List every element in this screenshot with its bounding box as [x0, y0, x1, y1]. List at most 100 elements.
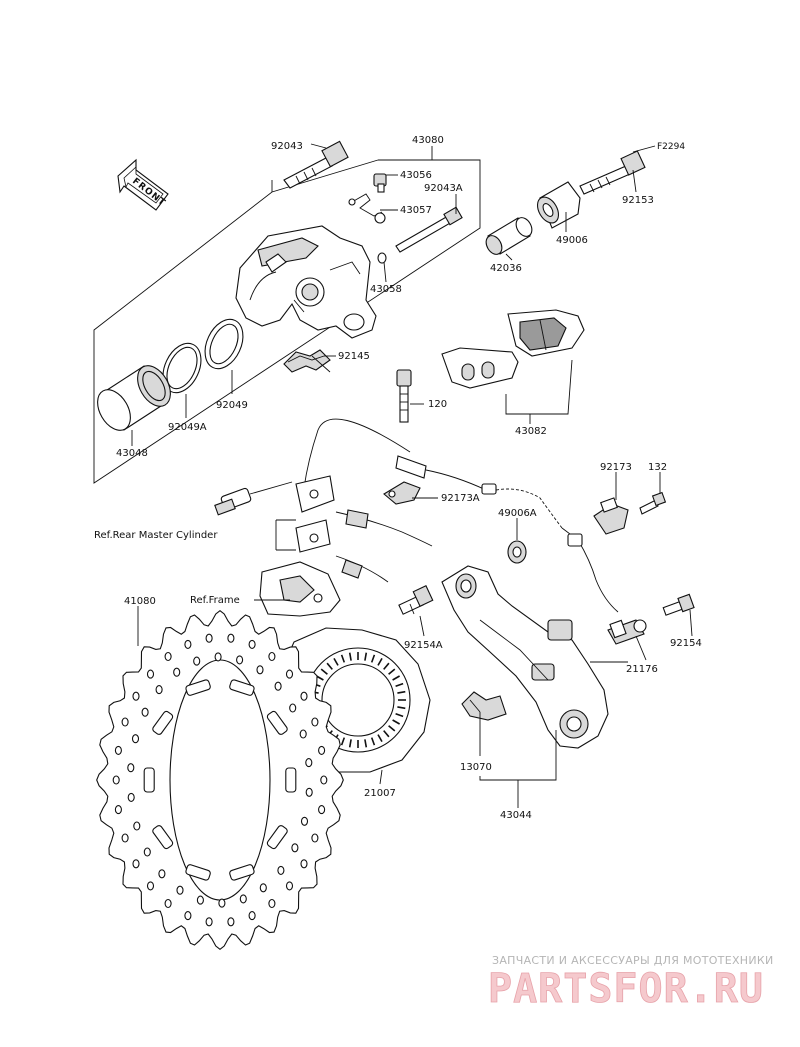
- disc-drill-hole: [132, 691, 140, 701]
- rotor-slot: [395, 682, 404, 688]
- rotor-slot: [340, 737, 346, 746]
- disc-drill-hole: [256, 665, 264, 675]
- brake-pads-43082: [441, 309, 585, 389]
- disc-drill-hole: [205, 633, 213, 643]
- disc-drill-hole: [127, 763, 135, 773]
- disc-drill-hole: [176, 885, 184, 895]
- seal-92049: [204, 318, 244, 370]
- disc-drill-hole: [300, 859, 308, 869]
- rotor-slot: [388, 668, 396, 675]
- watermark-tagline: ЗАПЧАСТИ И АКСЕССУАРЫ ДЛЯ МОТОТЕХНИКИ: [492, 954, 774, 967]
- oring-43058: [377, 252, 387, 264]
- disc-slot: [229, 864, 255, 881]
- disc-drill-hole: [121, 717, 129, 727]
- plate-13070: [461, 691, 507, 721]
- label-43044: 43044: [500, 810, 532, 821]
- rotor-slot: [383, 662, 390, 670]
- boot-49006: [536, 181, 581, 229]
- part-labels: 92043 43080 43056 92043A 43057 43058 F22…: [94, 135, 702, 821]
- label-92173A: 92173A: [441, 493, 480, 504]
- disc-drill-hole: [259, 883, 267, 893]
- rear-master-cylinder-ref: [214, 475, 433, 583]
- rotor-slot: [377, 658, 383, 666]
- label-41080: 41080: [124, 596, 156, 607]
- watermark-logo: PARTSFOR.RU: [488, 966, 764, 1012]
- caliper-assembly-frame: [93, 146, 481, 484]
- seal-92049A: [162, 342, 202, 394]
- rotor-slot: [348, 652, 352, 661]
- disc-drill-hole: [146, 881, 155, 891]
- abs-sensor-21176: [607, 619, 647, 645]
- disc-drill-hole: [164, 651, 172, 662]
- disc-drill-hole: [274, 681, 282, 691]
- label-92049: 92049: [216, 400, 248, 411]
- label-92043A: 92043A: [424, 183, 463, 194]
- disc-drill-hole: [320, 775, 328, 785]
- disc-drill-hole: [112, 775, 120, 785]
- disc-drill-hole: [285, 669, 294, 679]
- disc-drill-hole: [318, 805, 326, 815]
- rotor-slot: [348, 739, 352, 748]
- label-92154: 92154: [670, 638, 702, 649]
- brake-disc-41080: [96, 610, 344, 950]
- disc-drill-hole: [173, 667, 181, 677]
- label-21176: 21176: [626, 664, 658, 675]
- bolt-92153: [579, 150, 646, 195]
- label-21007: 21007: [364, 788, 396, 799]
- disc-drill-hole: [127, 792, 135, 802]
- disc-drill-hole: [239, 894, 247, 904]
- disc-drill-hole: [248, 639, 256, 649]
- label-13070: 13070: [460, 762, 492, 773]
- clip-43057: [348, 193, 386, 224]
- rotor-slot: [397, 706, 406, 710]
- rotor-slot: [397, 690, 406, 694]
- leader-lines: [131, 143, 693, 808]
- disc-drill-hole: [114, 745, 122, 755]
- disc-drill-hole: [311, 717, 319, 727]
- rotor-slot: [392, 675, 400, 681]
- frame-ref: [254, 561, 341, 617]
- disc-drill-hole: [289, 703, 297, 713]
- disc-drill-hole: [268, 898, 276, 909]
- disc-drill-hole: [143, 847, 151, 857]
- piston-43048: [97, 365, 171, 431]
- spring-92145: [283, 349, 331, 373]
- disc-drill-hole: [121, 833, 129, 843]
- disc-drill-hole: [300, 691, 308, 701]
- disc-slot: [152, 825, 174, 850]
- bleeder-valve-43056: [373, 173, 387, 193]
- disc-drill-hole: [205, 917, 213, 927]
- rotor-slot: [392, 719, 400, 725]
- rotor-slot: [364, 739, 368, 748]
- disc-slot: [185, 864, 211, 881]
- disc-drill-hole: [132, 859, 140, 869]
- label-92049A: 92049A: [168, 422, 207, 433]
- rotor-slot: [377, 734, 383, 742]
- disc-drill-hole: [291, 843, 299, 853]
- disc-drill-hole: [193, 656, 201, 666]
- sleeve-42036: [485, 217, 533, 255]
- disc-drill-hole: [305, 758, 313, 768]
- label-ref-frame: Ref.Frame: [190, 595, 240, 606]
- disc-drill-hole: [305, 787, 313, 797]
- rotor-slot: [320, 668, 328, 675]
- disc-slot: [143, 767, 155, 793]
- front-direction-arrow: FRONT: [117, 158, 169, 211]
- label-43048: 43048: [116, 448, 148, 459]
- label-43082: 43082: [515, 426, 547, 437]
- disc-drill-hole: [318, 745, 326, 755]
- disc-drill-hole: [155, 685, 163, 695]
- bolt-120: [396, 369, 412, 423]
- rotor-slot: [370, 737, 376, 746]
- clamp-92173A: [383, 481, 421, 505]
- disc-slot: [266, 825, 288, 850]
- disc-slot: [152, 710, 174, 735]
- disc-drill-hole: [184, 639, 192, 649]
- label-49006: 49006: [556, 235, 588, 246]
- brake-hose-and-sensor-wire: [303, 418, 619, 613]
- label-43056: 43056: [400, 170, 432, 181]
- label-43080: 43080: [412, 135, 444, 146]
- label-49006A: 49006A: [498, 508, 537, 519]
- disc-drill-hole: [158, 869, 166, 879]
